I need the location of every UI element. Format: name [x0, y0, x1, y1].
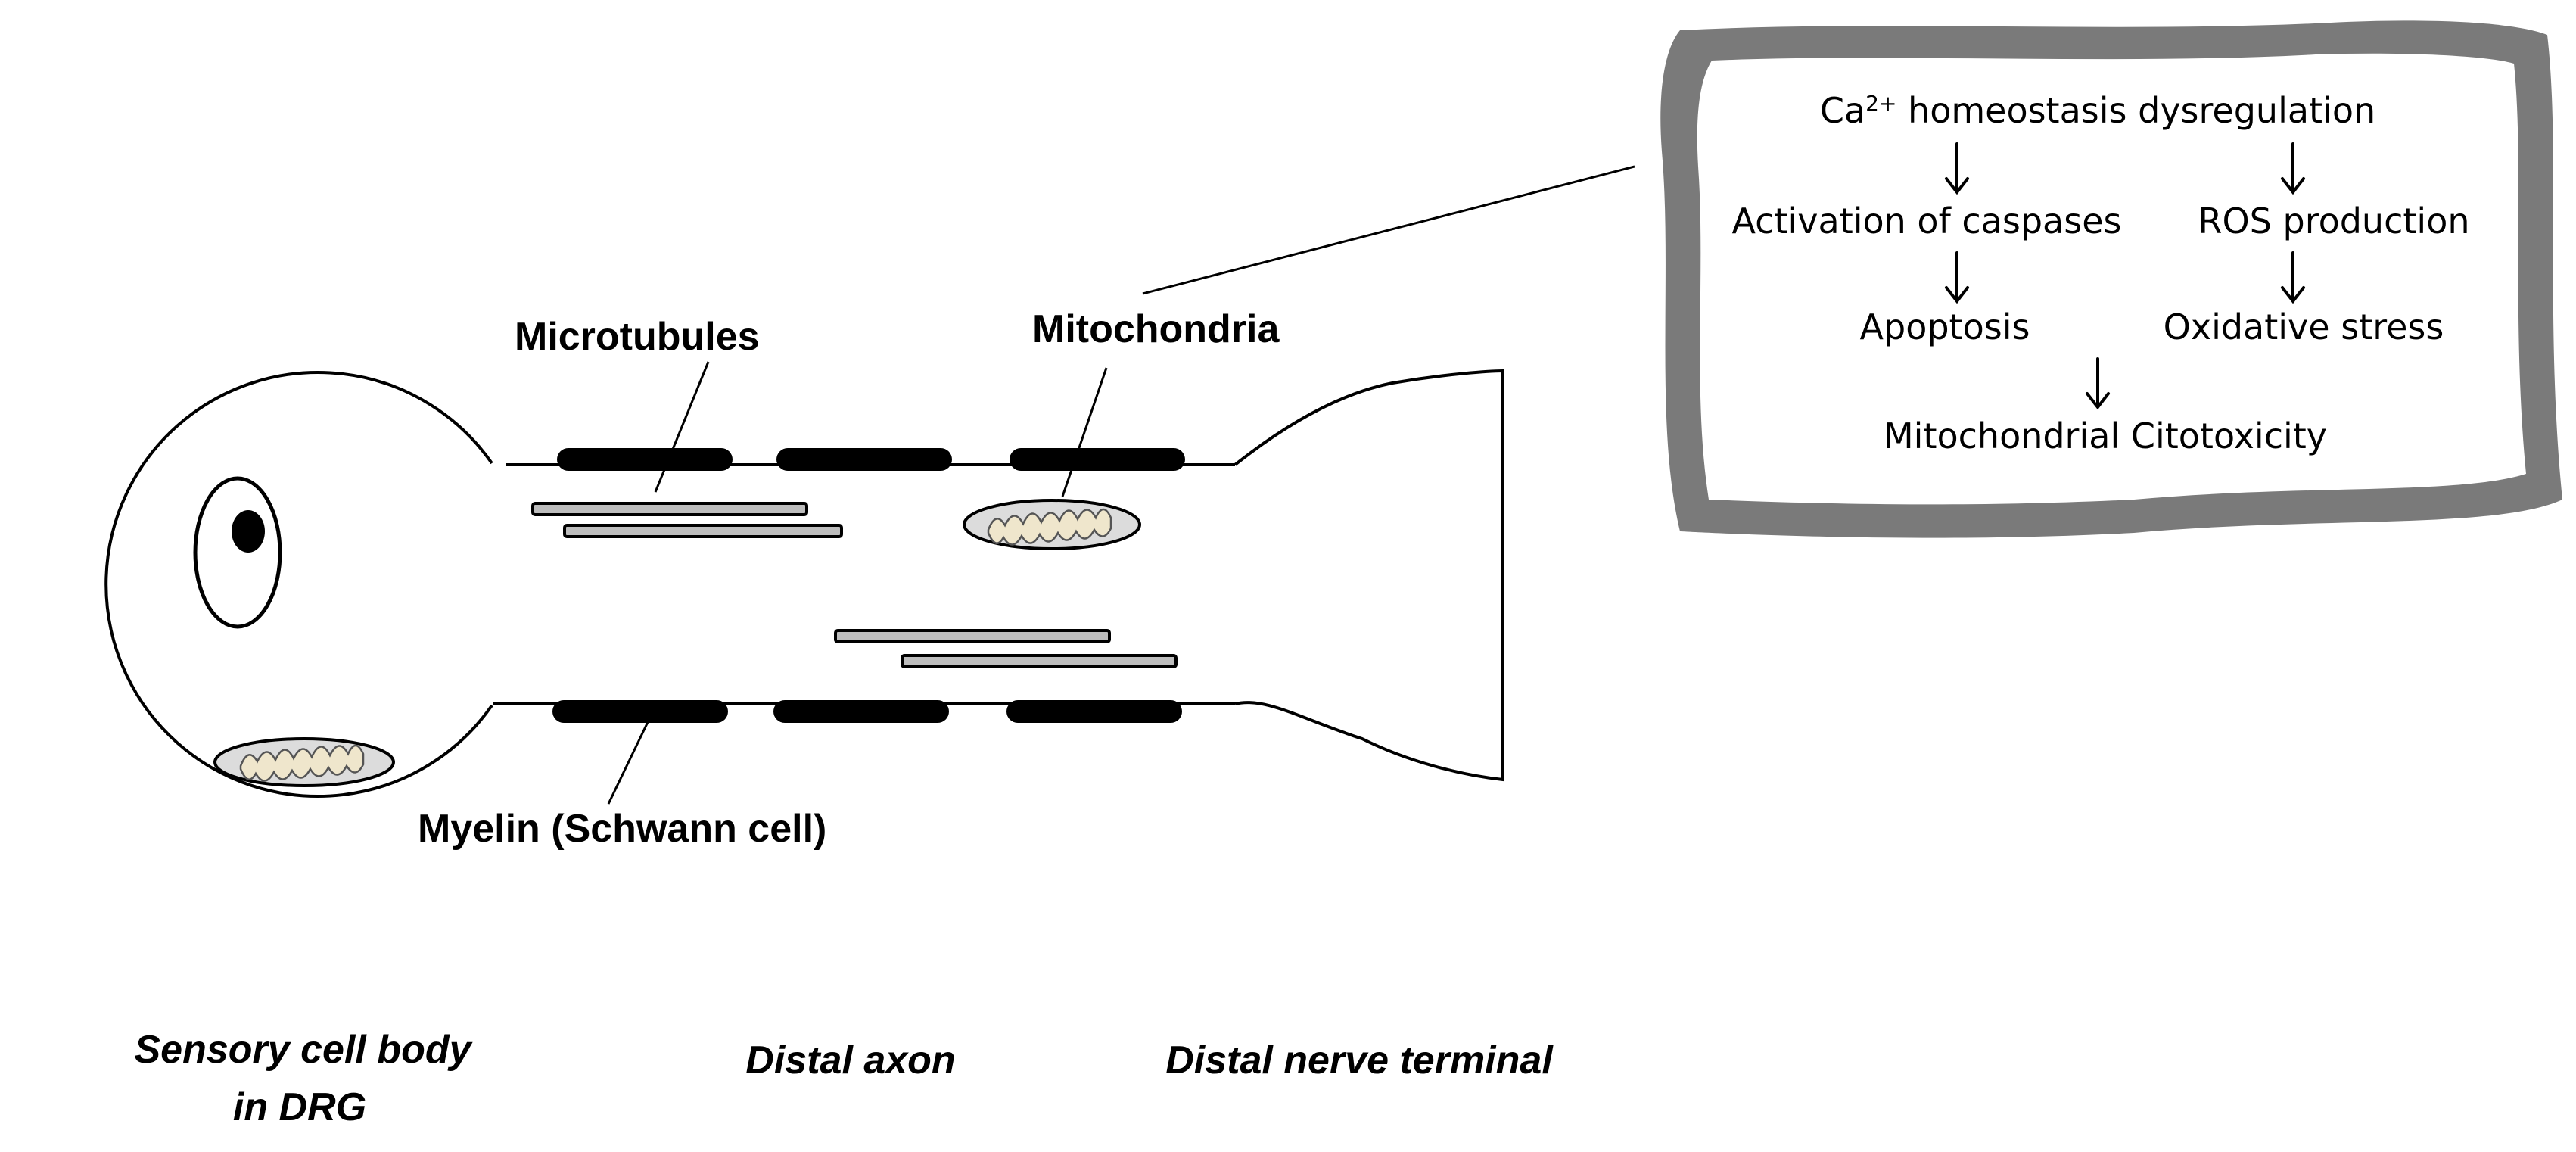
mitochondria-label: Mitochondria	[1032, 307, 1280, 351]
zoom-leader	[1142, 165, 1635, 295]
pathway-arrows	[1945, 142, 2305, 410]
cell-body-caption-line1: Sensory cell body	[134, 1028, 473, 1072]
myelin-segment	[557, 448, 733, 471]
microtubule	[834, 629, 1111, 643]
distal-terminal-caption: Distal nerve terminal	[1165, 1038, 1554, 1082]
microtubule	[531, 502, 808, 516]
microtubules-leader	[654, 361, 710, 493]
nerve-terminal	[1234, 369, 1504, 782]
ros-text: ROS production	[2198, 201, 2470, 241]
microtubule	[901, 654, 1178, 668]
myelin-segments	[552, 448, 1185, 723]
myelin-segment	[773, 700, 949, 723]
oxidative-stress-text: Oxidative stress	[2164, 307, 2444, 347]
mitochondrion-cristae	[987, 508, 1112, 546]
neuron-outline	[104, 369, 1504, 798]
myelin-leader	[607, 721, 649, 805]
pathway-box-inner	[1697, 53, 2526, 505]
apoptosis-text: Apoptosis	[1860, 307, 2030, 347]
cytotoxicity-text: Mitochondrial Citotoxicity	[1884, 416, 2327, 456]
cell-body-caption-line2: in DRG	[233, 1085, 366, 1129]
myelin-segment	[552, 700, 728, 723]
arrow-down-icon	[1945, 251, 1969, 304]
arrow-down-icon	[2281, 142, 2305, 195]
mitochondria-leader	[1061, 367, 1108, 497]
myelin-segment	[776, 448, 952, 471]
cell-body	[104, 371, 493, 798]
arrow-down-icon	[1945, 142, 1969, 195]
arrow-down-icon	[2281, 251, 2305, 304]
nucleolus	[232, 510, 265, 553]
leader-lines	[607, 165, 1635, 805]
mitochondrion-cristae	[239, 744, 365, 782]
arrow-down-icon	[2086, 357, 2110, 410]
myelin-label: Myelin (Schwann cell)	[418, 807, 826, 851]
nucleus	[193, 476, 282, 629]
mitochondrion-axon	[963, 499, 1141, 550]
caspases-text: Activation of caspases	[1732, 201, 2122, 241]
calcium-dysregulation-text: Ca2+ homeostasis dysregulation	[1820, 90, 2375, 131]
microtubules-label: Microtubules	[515, 315, 760, 359]
myelin-segment	[1010, 448, 1185, 471]
microtubules	[531, 502, 1178, 668]
pathway-box	[1660, 20, 2562, 538]
distal-axon-caption: Distal axon	[745, 1038, 955, 1082]
microtubule	[563, 524, 843, 538]
myelin-segment	[1006, 700, 1182, 723]
mitochondrion-cell-body	[213, 737, 395, 787]
nucleus-membrane	[193, 476, 282, 629]
